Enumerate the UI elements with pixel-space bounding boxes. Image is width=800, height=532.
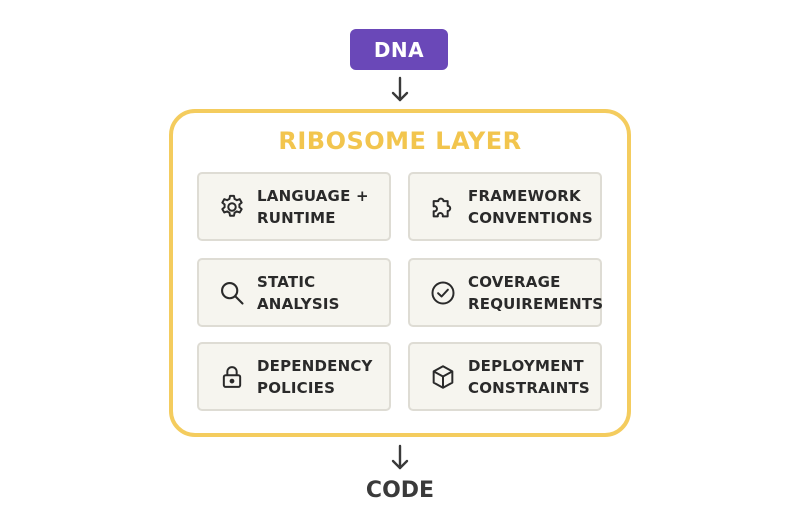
card-label: DEPENDENCY POLICIES (257, 356, 373, 397)
arrow-down-icon (391, 444, 409, 470)
check-circle-icon (418, 279, 468, 307)
code-node-label: CODE (365, 478, 435, 503)
card-framework-conventions: FRAMEWORK CONVENTIONS (408, 172, 602, 241)
arrow-down-icon (391, 76, 409, 102)
card-label: FRAMEWORK CONVENTIONS (468, 186, 593, 227)
lock-icon (207, 363, 257, 391)
card-language-runtime: LANGUAGE + RUNTIME (197, 172, 391, 241)
card-label: STATIC ANALYSIS (257, 272, 340, 313)
dna-node: DNA (350, 29, 448, 70)
card-label: DEPLOYMENT CONSTRAINTS (468, 356, 590, 397)
card-deployment-constraints: DEPLOYMENT CONSTRAINTS (408, 342, 602, 411)
card-label: LANGUAGE + RUNTIME (257, 186, 369, 227)
cube-icon (418, 363, 468, 391)
card-coverage-requirements: COVERAGE REQUIREMENTS (408, 258, 604, 327)
card-static-analysis: STATIC ANALYSIS (197, 258, 391, 327)
card-dependency-policies: DEPENDENCY POLICIES (197, 342, 391, 411)
layer-title: RIBOSOME LAYER (278, 127, 522, 155)
dna-label: DNA (373, 37, 425, 62)
card-label: COVERAGE REQUIREMENTS (468, 272, 604, 313)
magnifier-icon (207, 279, 257, 307)
puzzle-icon (418, 193, 468, 221)
gear-icon (207, 193, 257, 221)
